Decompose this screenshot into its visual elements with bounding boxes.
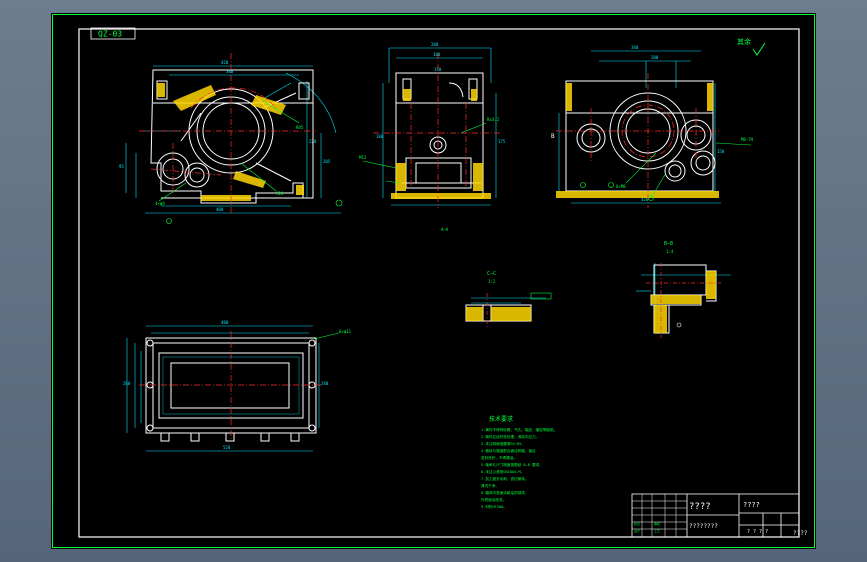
svg-text:B: B (551, 133, 555, 140)
tech-note-line: 清洗干净。 (481, 483, 499, 488)
svg-text:M8-7H: M8-7H (741, 137, 754, 142)
tech-note-line: 密封良好，不得漏油。 (481, 455, 517, 460)
svg-text:420: 420 (221, 60, 229, 65)
drawing-canvas[interactable]: QZ-03 其余 (51, 13, 816, 549)
svg-text:6×M8: 6×M8 (616, 184, 626, 189)
svg-text:180: 180 (376, 134, 384, 139)
tech-note-line: 7.加工面去毛刺、锐边倒钝。 (481, 476, 528, 481)
svg-text:4×φ9: 4×φ9 (155, 201, 165, 206)
tech-note-line: 4.箱体与箱盖配合面应研磨，保证 (481, 448, 536, 453)
svg-text:R85: R85 (296, 125, 304, 130)
top-view: 480 260 240 520 (123, 320, 352, 452)
svg-text:审核: 审核 (654, 521, 660, 526)
svg-text:工艺: 工艺 (654, 528, 660, 533)
tech-note-line: 外表面涂底漆。 (481, 497, 506, 502)
drawing-sheet: QZ-03 其余 (52, 14, 815, 548)
svg-text:400: 400 (216, 207, 224, 212)
section-b-scale: 1:4 (666, 249, 674, 254)
svg-text:240: 240 (321, 381, 329, 386)
roughness-symbol-icon (752, 42, 766, 56)
outer-border (52, 14, 815, 548)
tech-note-line: 8.箱体内表面涂耐油防锈漆， (481, 490, 528, 495)
svg-text:150: 150 (717, 149, 725, 154)
inner-border (78, 28, 800, 538)
svg-text:6×φ11: 6×φ11 (339, 329, 352, 334)
section-c-scale: 1:2 (488, 279, 496, 284)
tech-note-line: 9.材料HT200。 (481, 504, 507, 509)
svg-text:380: 380 (226, 69, 234, 74)
section-main-label: A—A (441, 227, 449, 232)
outside-tag: ???? (793, 530, 808, 537)
tech-notes-title: 技术要求 (489, 415, 513, 423)
svg-text:95: 95 (119, 164, 124, 169)
svg-text:480: 480 (221, 320, 229, 325)
section-b-detail: B—B 1:4 (636, 241, 731, 338)
svg-text:260: 260 (123, 381, 131, 386)
svg-text:标记: 标记 (634, 521, 640, 526)
svg-text:205: 205 (323, 159, 331, 164)
svg-text:520: 520 (223, 445, 231, 450)
tech-note-line: 2.铸件应经时效处理，消除内应力。 (481, 434, 539, 439)
drawing-code-box (90, 27, 136, 40)
svg-text:175: 175 (498, 139, 506, 144)
drawing-code: QZ-03 (98, 30, 122, 39)
svg-text:280: 280 (651, 55, 659, 60)
title-company: ???? (743, 501, 760, 509)
section-c-detail: C—C 1:2 (465, 271, 552, 328)
title-part-name: ???? (689, 502, 711, 512)
svg-text:设计: 设计 (634, 528, 640, 533)
section-b-title: B—B (664, 241, 673, 247)
right-view: 340 280 150 420 B (551, 45, 754, 208)
tech-note-line: 1.铸件不得有砂眼、气孔、裂纹、缩松等缺陷。 (481, 427, 557, 432)
svg-text:340: 340 (631, 45, 639, 50)
title-drawing-number: ???????? (689, 523, 718, 530)
section-c-title: C—C (487, 271, 496, 277)
svg-text:200: 200 (431, 42, 439, 47)
tech-note-line: 6.未注公差按GB1804-M。 (481, 469, 524, 474)
tech-note-line: 3.未注明铸造圆角R3~R5。 (481, 441, 525, 446)
roughness-note: 其余 (737, 37, 751, 46)
svg-text:180: 180 (433, 52, 441, 57)
technical-notes: 技术要求 1.铸件不得有砂眼、气孔、裂纹、缩松等缺陷。 2.铸件应经时效处理，消… (481, 415, 557, 509)
svg-text:420: 420 (641, 197, 649, 202)
svg-text:Ra3.2: Ra3.2 (487, 117, 500, 122)
svg-text:M10: M10 (276, 191, 284, 196)
svg-text:M12: M12 (359, 155, 367, 160)
tech-note-line: 5.轴承孔尺寸精度按图纸 B—B 要求。 (481, 462, 543, 467)
svg-text:? ? ? ?: ? ? ? ? (747, 529, 768, 535)
